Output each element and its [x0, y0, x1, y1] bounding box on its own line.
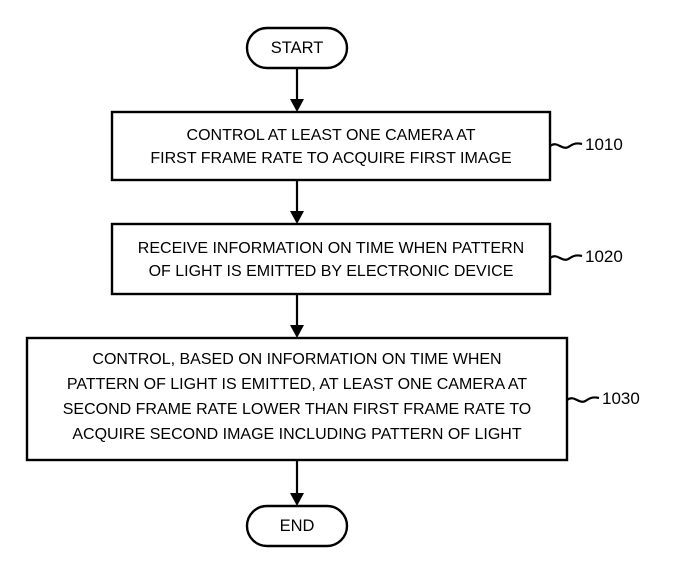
- start-terminal: START: [245, 26, 349, 70]
- end-label: END: [280, 517, 315, 535]
- start-label: START: [271, 39, 324, 57]
- step-1030-line-4: ACQUIRE SECOND IMAGE INCLUDING PATTERN O…: [72, 426, 521, 443]
- step-1020-line-2: OF LIGHT IS EMITTED BY ELECTRONIC DEVICE: [149, 263, 514, 280]
- step-1030-line-3: SECOND FRAME RATE LOWER THAN FIRST FRAME…: [63, 401, 532, 418]
- leader-line-1020: [549, 254, 583, 261]
- connector-1020-to-1030: [290, 294, 304, 338]
- arrowhead-icon: [290, 99, 304, 112]
- step-1010-line-2: FIRST FRAME RATE TO ACQUIRE FIRST IMAGE: [150, 150, 511, 167]
- step-1010-line-1: CONTROL AT LEAST ONE CAMERA AT: [187, 127, 476, 144]
- step-1030-line-1: CONTROL, BASED ON INFORMATION ON TIME WH…: [92, 351, 501, 368]
- end-terminal: END: [245, 504, 349, 548]
- step-1020-line-1: RECEIVE INFORMATION ON TIME WHEN PATTERN: [138, 240, 524, 257]
- leader-line-1030: [566, 396, 600, 403]
- arrowhead-icon: [290, 325, 304, 338]
- step-ref-1020: 1020: [585, 247, 623, 266]
- step-box-1020: [110, 222, 552, 296]
- arrowhead-icon: [290, 211, 304, 224]
- step-1030: CONTROL, BASED ON INFORMATION ON TIME WH…: [25, 336, 640, 462]
- step-ref-1010: 1010: [585, 135, 623, 154]
- step-1010: CONTROL AT LEAST ONE CAMERA AT FIRST FRA…: [110, 110, 623, 182]
- end-shape: [245, 504, 349, 548]
- step-1030-line-2: PATTERN OF LIGHT IS EMITTED, AT LEAST ON…: [67, 376, 527, 393]
- step-box-1010: [110, 110, 552, 182]
- step-1020: RECEIVE INFORMATION ON TIME WHEN PATTERN…: [110, 222, 623, 296]
- leader-line-1010: [549, 142, 583, 149]
- step-ref-1030: 1030: [602, 389, 640, 408]
- arrowhead-icon: [290, 493, 304, 506]
- connector-1010-to-1020: [290, 180, 304, 224]
- connector-1030-to-end: [290, 460, 304, 506]
- connector-start-to-1010: [290, 68, 304, 112]
